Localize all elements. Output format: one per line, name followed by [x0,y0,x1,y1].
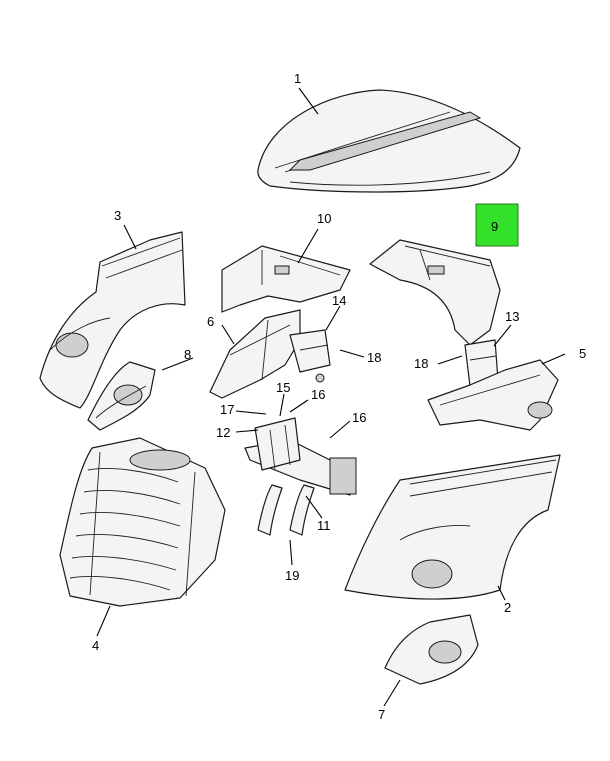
callout-16-upper: 16 [311,387,325,402]
part-left-fender[interactable] [39,231,186,409]
highlight-box [475,203,519,247]
part-right-splash-shield[interactable] [384,614,479,685]
callout-8: 8 [184,347,191,362]
part-right-fender[interactable] [344,454,561,600]
part-hood[interactable] [257,89,521,193]
callout-18-left: 18 [367,350,381,365]
callout-18-right: 18 [414,356,428,371]
callout-13: 13 [505,309,519,324]
part-left-inner-panel-upper[interactable] [221,245,351,313]
part-bracket-14[interactable] [289,329,331,383]
callout-5: 5 [579,346,586,361]
callout-9: 9 [491,219,498,234]
callout-17: 17 [220,402,234,417]
callout-7: 7 [378,707,385,722]
callout-4: 4 [92,638,99,653]
part-right-inner-panel-upper[interactable] [369,239,501,346]
leader-lines [96,87,566,707]
callout-16-lower: 16 [352,410,366,425]
callout-11: 11 [317,518,331,533]
callout-labels: 1 2 3 4 5 6 7 8 9 10 11 12 13 14 15 16 1… [92,71,586,722]
part-mount-brackets[interactable] [257,484,315,536]
callout-1: 1 [294,71,301,86]
part-left-splash-shield[interactable] [87,361,156,431]
callout-10: 10 [317,211,331,226]
callout-19: 19 [285,568,299,583]
callout-12: 12 [216,425,230,440]
part-grille-assembly[interactable] [59,437,226,607]
callout-14: 14 [332,293,346,308]
callout-15: 15 [276,380,290,395]
part-right-inner-support[interactable] [427,359,559,431]
callout-6: 6 [207,314,214,329]
callout-3: 3 [114,208,121,223]
callout-2: 2 [504,600,511,615]
part-cross-brace[interactable] [244,417,357,496]
